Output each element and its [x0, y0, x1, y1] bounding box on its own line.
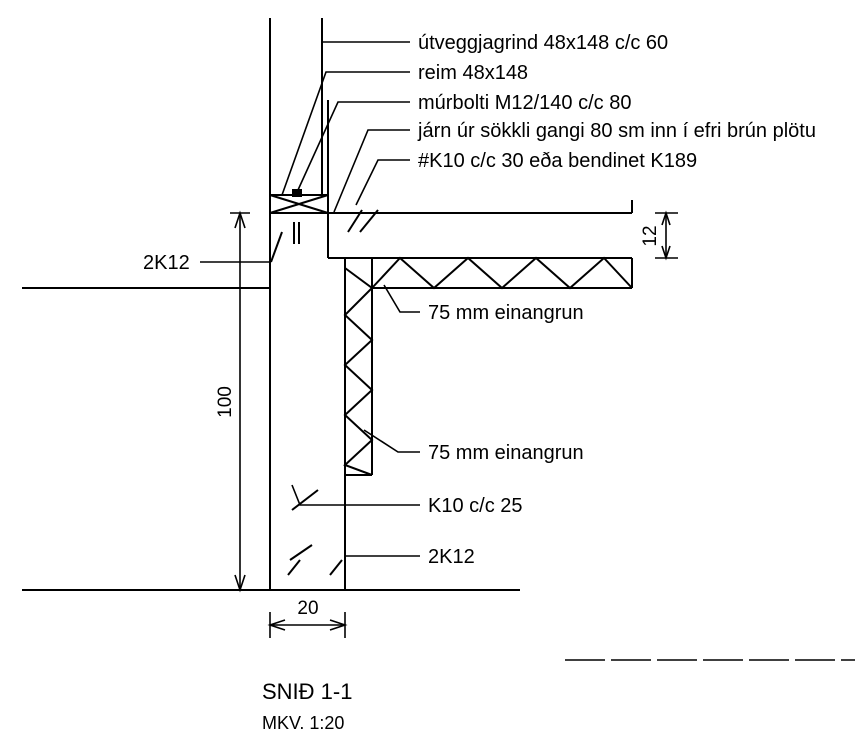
- dim-height-arrow-bottom: [234, 574, 246, 593]
- insulation-v-zigzag: [343, 267, 374, 476]
- label-anchor-bolt: múrbolti M12/140 c/c 80: [418, 92, 631, 114]
- label-batten: reim 48x148: [418, 62, 528, 84]
- rebar-stirrup-4: [329, 559, 343, 576]
- label-bottom-bars: 2K12: [428, 546, 475, 568]
- dimension-text: 100 20 12: [215, 225, 661, 619]
- rebar-slab-2: [359, 209, 379, 233]
- dim-width-arrow-left: [267, 619, 286, 631]
- label-insulation-vertical: 75 mm einangrun: [428, 442, 584, 464]
- label-insulation-horizontal: 75 mm einangrun: [428, 302, 584, 324]
- leader-stirrups: [291, 484, 420, 506]
- labels: útveggjagrind 48x148 c/c 60 reim 48x148 …: [143, 32, 816, 568]
- dim-width-value: 20: [297, 598, 318, 619]
- leader-rebar-plinth: [333, 129, 410, 213]
- label-mesh: #K10 c/c 30 eða bendinet K189: [418, 150, 697, 172]
- rebar-stirrup-2: [289, 544, 313, 561]
- leader-batten: [281, 71, 410, 196]
- rebar-slab-1: [347, 209, 363, 233]
- leader-insulation-v: [363, 429, 420, 453]
- dim-height-arrow-top: [234, 210, 246, 229]
- rebar-stirrup-1: [291, 489, 319, 511]
- scale-label: MKV. 1:20: [262, 713, 344, 733]
- title-block: SNIÐ 1-1 MKV. 1:20: [262, 679, 352, 733]
- dim-slab-value: 12: [640, 225, 661, 246]
- foundation-structure: [22, 18, 633, 591]
- leader-insulation-h: [383, 284, 420, 313]
- sole-plate-cross-2: [269, 194, 329, 214]
- insulation-h-zigzag: [371, 256, 633, 290]
- label-stirrups: K10 c/c 25: [428, 495, 523, 517]
- leader-mesh: [355, 159, 410, 206]
- label-wall-frame: útveggjagrind 48x148 c/c 60: [418, 32, 668, 54]
- dimension-lines: [230, 210, 855, 661]
- dim-slab-arrow-top: [661, 210, 671, 226]
- section-title: SNIÐ 1-1: [262, 679, 352, 704]
- label-top-bars: 2K12: [143, 252, 190, 274]
- rebar-top-1: [270, 231, 283, 263]
- anchor-bolt-head: [292, 189, 302, 197]
- label-rebar-plinth: járn úr sökkli gangi 80 sm inn í efri br…: [417, 120, 816, 142]
- rebar-stirrup-3: [287, 559, 301, 576]
- leader-anchor-bolt: [297, 101, 410, 191]
- dim-width-arrow-right: [329, 619, 348, 631]
- dim-height-value: 100: [215, 386, 236, 418]
- dim-slab-arrow-bottom: [661, 245, 671, 261]
- leader-lines: [200, 41, 420, 557]
